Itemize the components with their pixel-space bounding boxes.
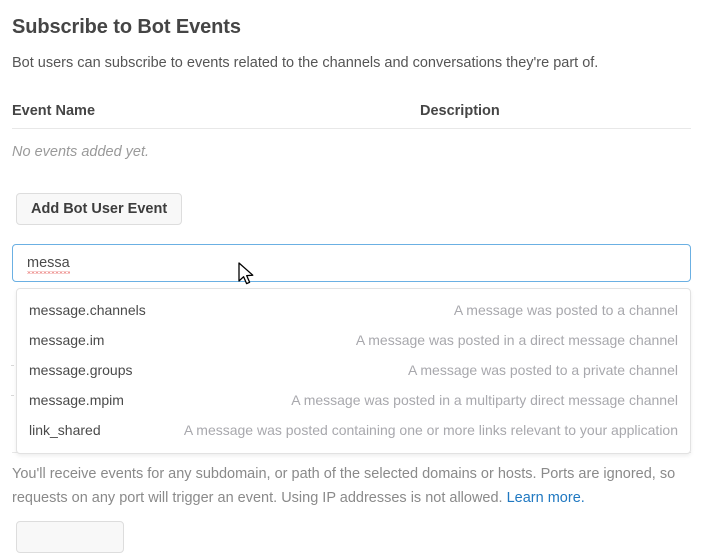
suggestion-description: A message was posted in a direct message… [355, 332, 678, 348]
list-item[interactable]: message.im A message was posted in a dir… [17, 325, 690, 355]
table-header-row: Event Name Description [12, 103, 691, 128]
event-search-input[interactable]: messa [12, 244, 691, 282]
suggestion-name: message.mpim [29, 392, 124, 408]
learn-more-link[interactable]: Learn more. [506, 490, 585, 506]
suggestion-name: link_shared [29, 422, 101, 438]
list-item[interactable]: message.groups A message was posted to a… [17, 355, 690, 385]
add-bot-user-event-button[interactable]: Add Bot User Event [16, 193, 183, 225]
empty-state-message: No events added yet. [12, 144, 150, 160]
table-header-divider [12, 128, 691, 129]
suggestion-name: message.im [29, 332, 105, 348]
suggestion-description: A message was posted containing one or m… [183, 422, 678, 438]
page-title: Subscribe to Bot Events [12, 16, 241, 38]
occluded-element-mark [11, 365, 14, 366]
suggestion-description: A message was posted in a multiparty dir… [291, 392, 678, 408]
suggestion-name: message.groups [29, 362, 133, 378]
column-header-description: Description [420, 103, 500, 119]
footer-action-button[interactable] [16, 521, 124, 553]
suggestion-description: A message was posted to a channel [453, 302, 678, 318]
event-suggestions-dropdown[interactable]: message.channels A message was posted to… [16, 288, 691, 454]
page-subtitle: Bot users can subscribe to events relate… [12, 55, 599, 71]
bot-events-table: Event Name Description No events added y… [12, 103, 691, 160]
domains-help-text: You'll receive events for any subdomain,… [12, 462, 680, 510]
domains-help-text-body: You'll receive events for any subdomain,… [12, 466, 676, 506]
column-header-event-name: Event Name [12, 103, 96, 119]
suggestion-name: message.channels [29, 302, 146, 318]
list-item[interactable]: message.channels A message was posted to… [17, 295, 690, 325]
list-item[interactable]: message.mpim A message was posted in a m… [17, 385, 690, 415]
list-item[interactable]: link_shared A message was posted contain… [17, 415, 690, 445]
subscribe-bot-events-page: Subscribe to Bot Events Bot users can su… [11, 16, 691, 553]
suggestion-description: A message was posted to a private channe… [407, 362, 678, 378]
add-bot-user-event-label: Add Bot User Event [31, 201, 168, 217]
event-search-value: messa [27, 255, 70, 274]
occluded-element-mark [11, 395, 14, 396]
